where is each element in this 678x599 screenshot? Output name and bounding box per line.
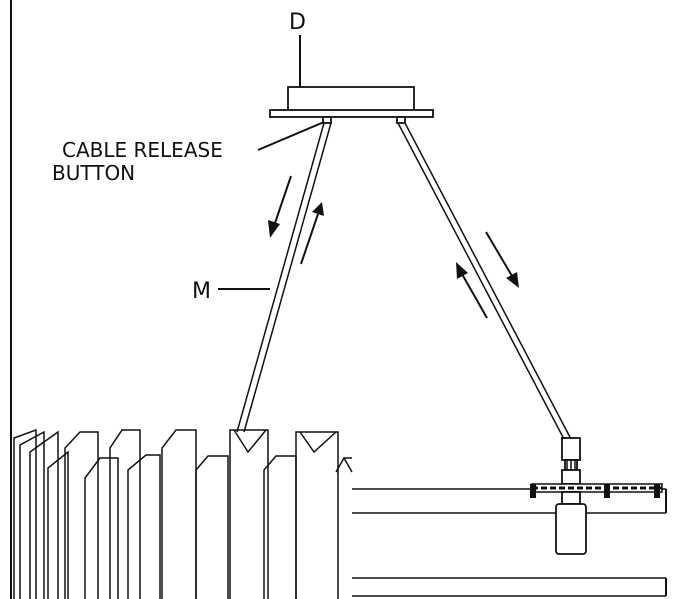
carrier-assembly [530, 437, 663, 555]
housing-d [269, 86, 434, 124]
label-cable-release-line2: BUTTON [52, 161, 135, 185]
arrow-left-up [300, 202, 324, 265]
arrow-right-down [485, 231, 519, 288]
arrow-right-up [456, 262, 488, 319]
arrow-left-down [268, 175, 292, 238]
cable-right [397, 122, 573, 442]
headrail-track-lower [352, 577, 667, 597]
label-cable-release-line1: CABLE RELEASE [62, 138, 223, 162]
label-d: D [289, 10, 306, 35]
cable-left [236, 122, 332, 433]
folded-louvers [13, 428, 353, 599]
cable-release-leader [257, 121, 325, 151]
label-m: M [192, 279, 211, 304]
